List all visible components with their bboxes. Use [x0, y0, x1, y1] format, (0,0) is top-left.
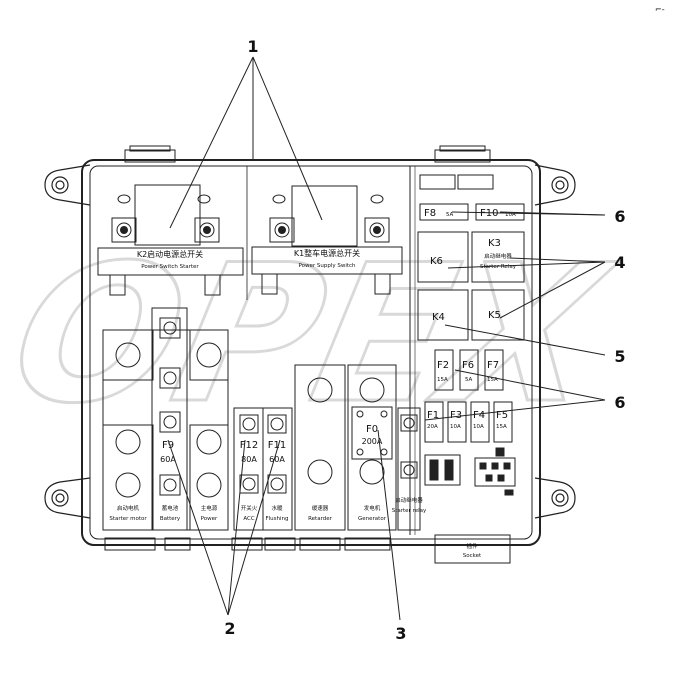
- label-flushing-cn: 水暖: [271, 504, 283, 512]
- fuse-f1-label: F1: [427, 410, 439, 421]
- callout-6-top: 6: [614, 207, 625, 226]
- switch-k1: [251, 185, 403, 295]
- label-starter-motor-en: Starter motor: [109, 516, 147, 522]
- terminal-block-left: [102, 307, 229, 531]
- callout-5: 5: [614, 347, 625, 366]
- relay-k4-label: K4: [432, 312, 445, 323]
- label-flushing-en: Flushing: [265, 516, 288, 522]
- fuse-f10-rating: 10A: [505, 212, 516, 218]
- label-retarder-en: Retarder: [308, 516, 333, 522]
- fuse-f1-rating: 20A: [427, 424, 438, 430]
- callout-1: 1: [247, 37, 258, 56]
- callouts: 1 2 3 4 5 6 6: [224, 37, 625, 643]
- fuse-f0-rating: 200A: [362, 437, 383, 446]
- k2-sublabel: Power Switch Starter: [141, 264, 199, 270]
- label-retarder-cn: 缓速器: [312, 504, 329, 512]
- fuse-f4-rating: 10A: [473, 424, 484, 430]
- fuse-f12-label: F12: [240, 440, 258, 451]
- corner-mark: ⌐-: [655, 5, 665, 14]
- socket-connector: [424, 447, 516, 496]
- relay-block: [417, 231, 525, 341]
- fuse-f9-label: F9: [162, 440, 174, 451]
- top-clips: [124, 145, 491, 163]
- label-acc-en: ACC: [243, 516, 255, 522]
- label-power-en: Power: [201, 516, 218, 522]
- label-socket-cn: 插件: [466, 542, 478, 550]
- label-battery-en: Battery: [160, 516, 181, 522]
- mounting-ears: [44, 164, 576, 519]
- fuse-f12-rating: 80A: [241, 455, 257, 464]
- fuse-f8-label: F8: [424, 208, 436, 219]
- relay-k6-label: K6: [430, 256, 443, 267]
- fuse-f2-label: F2: [437, 360, 449, 371]
- label-generator-cn: 发电机: [364, 504, 381, 512]
- label-battery-cn: 蓄电池: [162, 504, 179, 512]
- fuse-f0-label: F0: [366, 424, 378, 435]
- relay-k3-en: Starter Relay: [480, 264, 517, 270]
- k2-label: K2启动电源总开关: [137, 249, 203, 259]
- fuse-f10-label: F10: [480, 208, 498, 219]
- terminal-block-right: [294, 364, 421, 531]
- label-power-cn: 主电源: [201, 504, 218, 512]
- enclosure: [81, 159, 541, 546]
- fuse-f7-rating: 15A: [487, 377, 498, 383]
- label-starter-relay-en: Starter relay: [392, 508, 427, 514]
- watermark: OPEX: [0, 223, 628, 447]
- fuse-f3-rating: 10A: [450, 424, 461, 430]
- fuse-f5-rating: 15A: [496, 424, 507, 430]
- label-socket-en: Socket: [463, 553, 482, 559]
- label-starter-relay-cn: 启动继电器: [395, 496, 423, 504]
- k1-sublabel: Power Supply Switch: [298, 263, 356, 269]
- fuse-f6-rating: 5A: [465, 377, 472, 383]
- fuse-row-3: [424, 401, 513, 443]
- fuse-f2-rating: 15A: [437, 377, 448, 383]
- relay-k3-cn: 启动继电器: [484, 252, 512, 260]
- watermark-text: OPEX: [0, 225, 627, 446]
- k1-label: K1整车电源总开关: [294, 248, 360, 258]
- fuse-f7-label: F7: [487, 360, 499, 371]
- fuse-row-2: [434, 349, 504, 391]
- switch-k2: [97, 184, 244, 296]
- fuse-f6-label: F6: [462, 360, 474, 371]
- relay-k3-label: K3: [488, 238, 501, 249]
- bottom-labels: 启动电机 Starter motor 蓄电池 Battery 主电源 Power…: [109, 496, 482, 559]
- callout-6-bottom: 6: [614, 393, 625, 412]
- label-acc-cn: 开关火: [241, 504, 258, 512]
- fuse-f9-rating: 60A: [160, 455, 176, 464]
- fuse-f3-label: F3: [450, 410, 462, 421]
- callout-2: 2: [224, 619, 235, 638]
- fuse-f8-rating: 5A: [446, 212, 453, 218]
- fuse-f11-label: F11: [268, 440, 286, 451]
- label-generator-en: Generator: [358, 516, 387, 522]
- fuse-f5-label: F5: [496, 410, 508, 421]
- terminal-block-mid: [233, 407, 293, 531]
- callout-3: 3: [395, 624, 406, 643]
- relay-k5-label: K5: [488, 310, 501, 321]
- label-starter-motor-cn: 启动电机: [117, 504, 140, 512]
- fuse-f11-rating: 60A: [269, 455, 285, 464]
- callout-4: 4: [614, 253, 625, 272]
- leader-lines: [167, 56, 606, 621]
- fuse-f4-label: F4: [473, 410, 485, 421]
